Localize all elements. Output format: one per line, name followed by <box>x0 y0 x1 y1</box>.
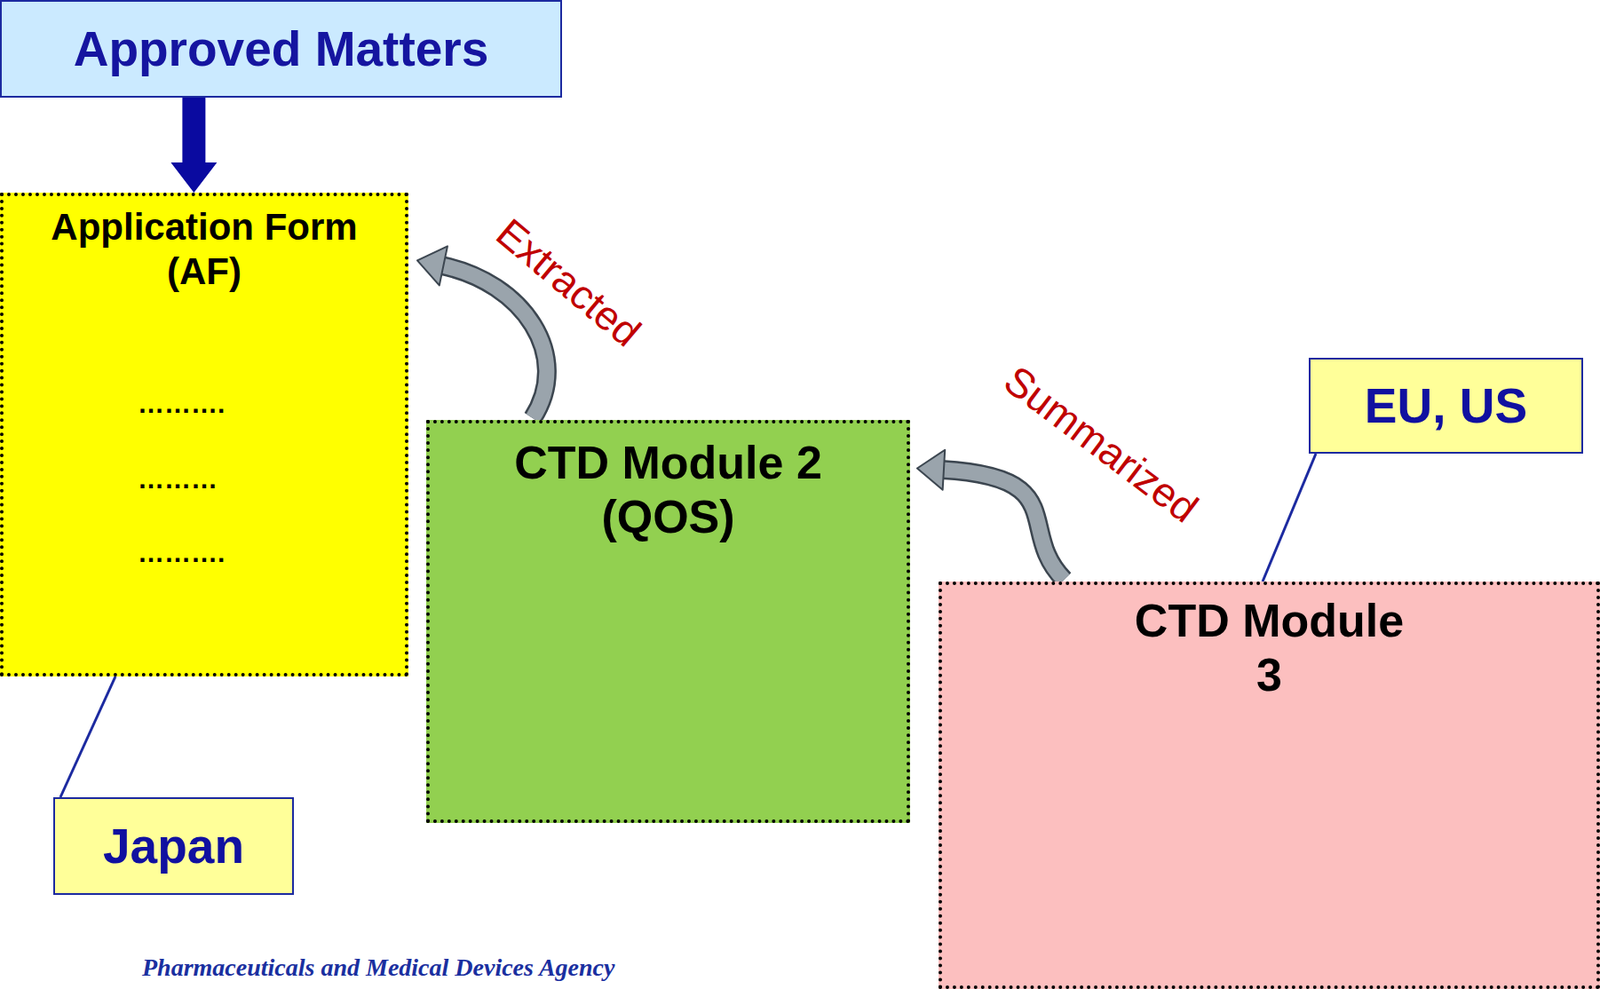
arrow-head <box>917 450 945 491</box>
document-box: Application Form (AF) <box>0 192 409 677</box>
box-title: Approved Matters <box>73 20 490 79</box>
arrow-head <box>417 245 448 286</box>
leader-line <box>60 676 116 798</box>
document-box: CTD Module 2 (QOS) <box>426 419 911 824</box>
arrow-outline <box>441 265 547 419</box>
block-arrow <box>170 97 217 193</box>
box-title: Japan <box>102 817 245 876</box>
box-title: CTD Module 3 <box>1127 594 1412 704</box>
arrow-outline <box>942 469 1065 580</box>
connector <box>60 676 116 798</box>
box-title: EU, US <box>1364 377 1528 436</box>
region-tag: EU, US <box>1308 357 1584 454</box>
arrow-body <box>441 265 547 419</box>
arrow-body <box>942 469 1065 580</box>
placeholder-dots: ………. <box>137 388 225 420</box>
box-title: Application Form (AF) <box>13 205 396 294</box>
document-box: Approved Matters <box>0 0 563 98</box>
box-title: CTD Module 2 (QOS) <box>464 435 873 546</box>
placeholder-dots: ……… <box>137 464 218 495</box>
connector <box>1262 453 1316 582</box>
edge-label: Extracted <box>484 207 652 358</box>
footer-agency: Pharmaceuticals and Medical Devices Agen… <box>142 953 615 983</box>
connector <box>917 450 1065 580</box>
document-box: CTD Module 3 <box>938 581 1600 989</box>
leader-line <box>1262 453 1316 582</box>
connector <box>170 97 217 193</box>
region-tag: Japan <box>53 797 294 896</box>
placeholder-dots: ………. <box>137 538 225 569</box>
